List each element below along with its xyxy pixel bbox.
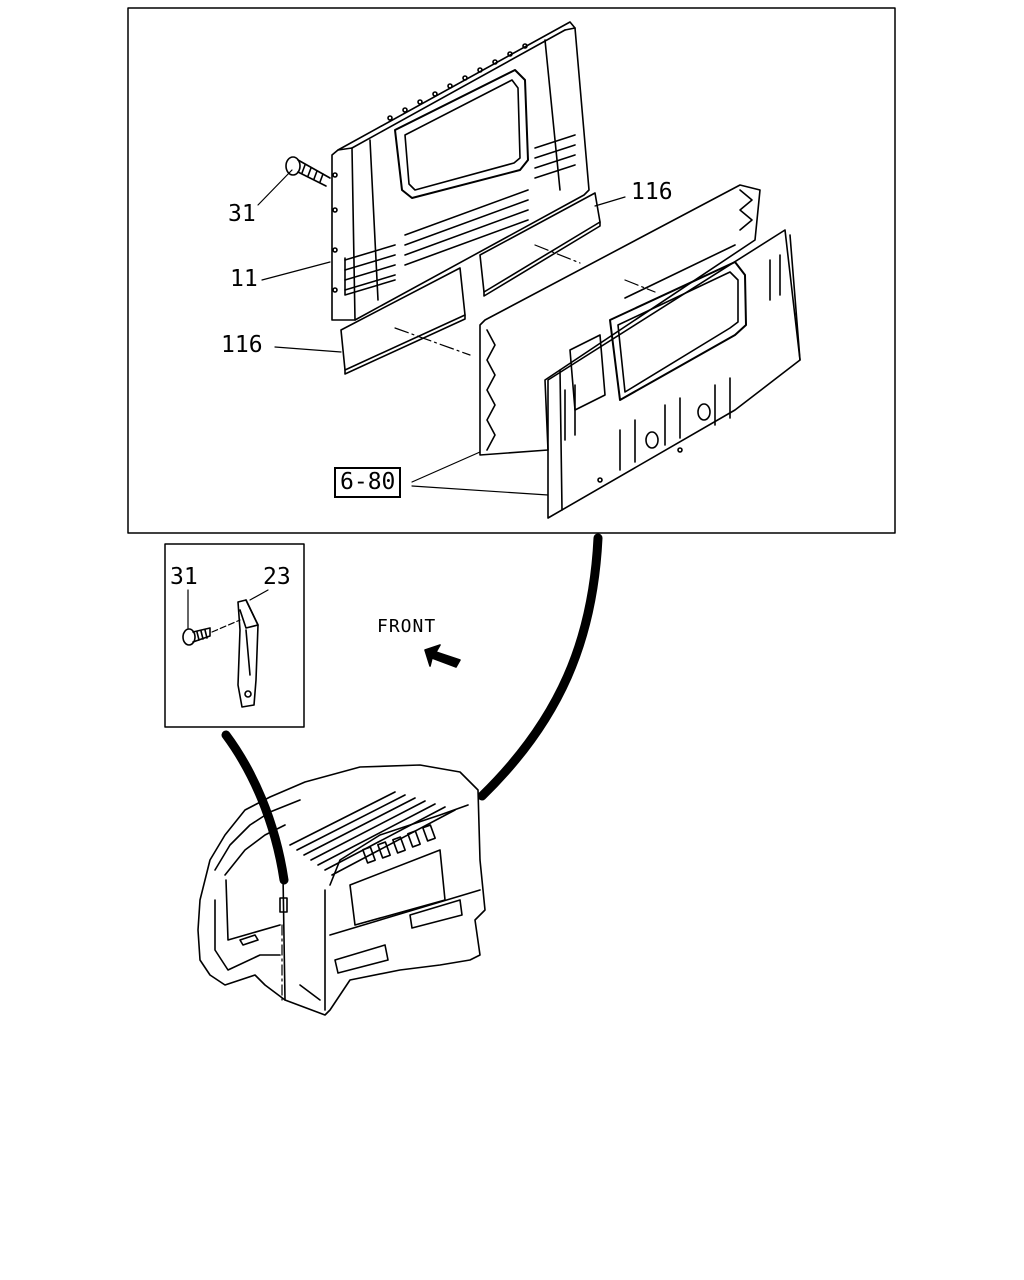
callout-detail-bracket-23: 23 (263, 564, 291, 590)
leader-lines (257, 169, 656, 496)
reference-box-6-80: 6-80 (334, 467, 402, 499)
cab-back-wall-icon (479, 184, 801, 519)
connector-curve-left (221, 730, 289, 885)
callout-pad-116-left: 116 (221, 332, 263, 358)
detail-bolt-icon (182, 627, 211, 646)
detail-dashline (211, 619, 241, 633)
connector-curve-right (477, 533, 603, 801)
main-view-frame (127, 7, 896, 534)
bolt-icon (285, 156, 331, 187)
insulator-pad-icon (340, 192, 601, 375)
detail-view-frame (164, 543, 305, 728)
detail-leader-23 (249, 589, 269, 601)
bracket-icon (237, 599, 259, 708)
front-arrow-icon (424, 644, 461, 668)
callout-detail-bolt-31: 31 (170, 564, 198, 590)
front-label: FRONT (377, 616, 437, 637)
callout-bolt-31: 31 (228, 201, 256, 227)
callout-pad-116-right: 116 (631, 179, 673, 205)
truck-cab-icon (197, 764, 486, 1016)
callout-panel-11: 11 (230, 266, 258, 292)
rear-panel-icon (331, 21, 590, 321)
